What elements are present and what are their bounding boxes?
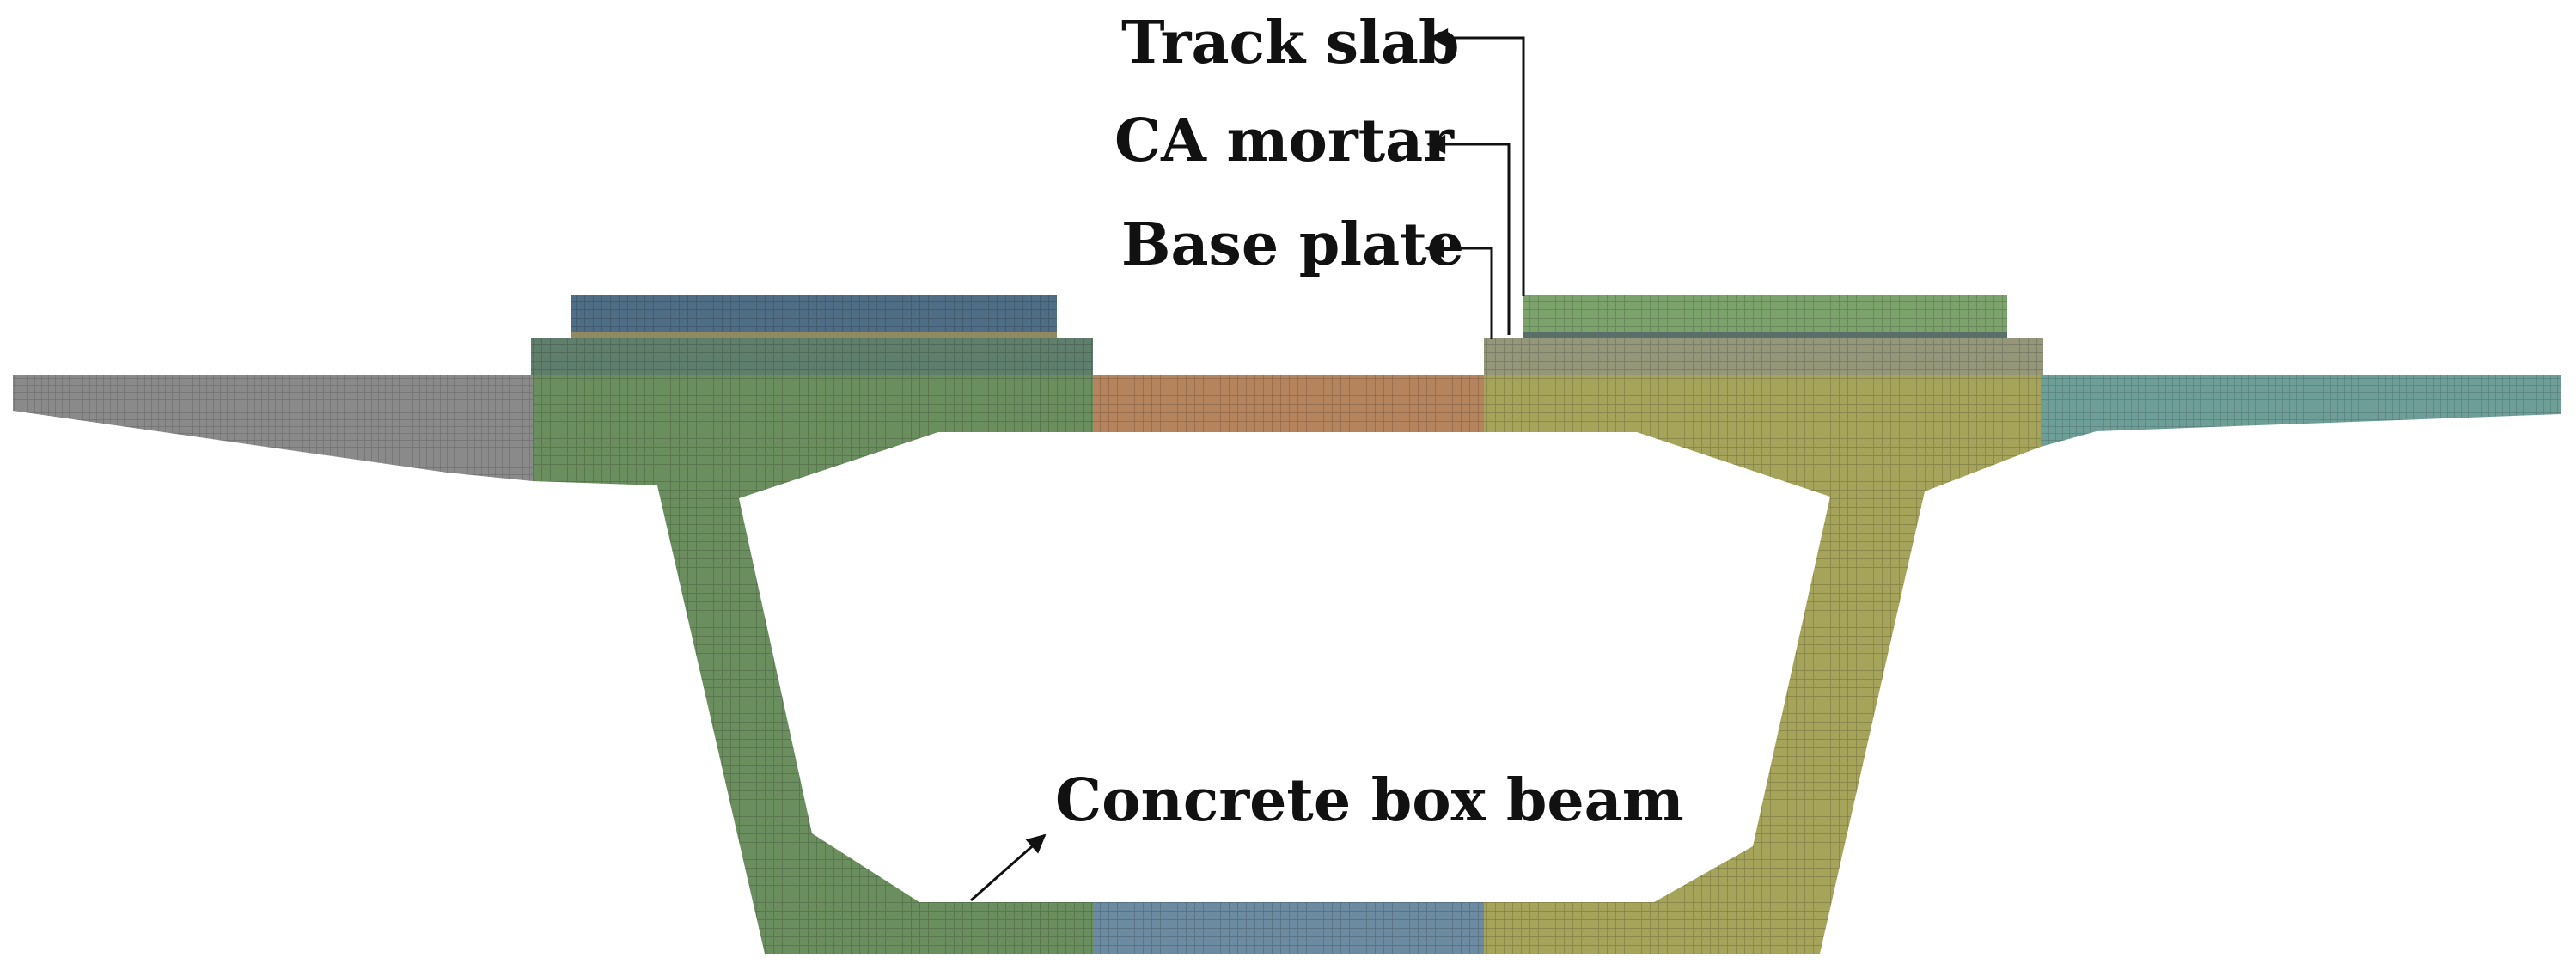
right-ca-mortar	[1523, 332, 2007, 338]
track-slab-leader	[1429, 28, 1525, 296]
track-slab-label: Track slab	[1121, 9, 1459, 77]
bottom-center-region	[1093, 902, 1484, 954]
left-ca-mortar	[571, 332, 1057, 338]
left-cantilever-mesh	[13, 375, 533, 481]
left-cantilever-region	[13, 375, 533, 481]
concrete-box-beam	[13, 375, 2561, 954]
ca-mortar-label: CA mortar	[1114, 107, 1455, 175]
base-plate-label: Base plate	[1121, 210, 1464, 279]
top-center-mesh	[1093, 375, 1484, 432]
concrete-box-beam-label: Concrete box beam	[1055, 766, 1684, 835]
left-track-structure	[531, 295, 1093, 375]
concrete-box-beam-leader	[970, 833, 1047, 902]
ca-mortar-leader	[1426, 135, 1511, 335]
left-base-plate-mesh	[531, 338, 1093, 375]
right-track-structure	[1484, 295, 2043, 375]
top-center-region	[1093, 375, 1484, 432]
annotations: Track slab CA mortar Base plate Concrete…	[970, 9, 1684, 902]
right-web-mesh	[1484, 375, 2041, 954]
right-web-region	[1484, 375, 2041, 954]
right-track-slab-mesh	[1523, 295, 2007, 332]
base-plate-leader	[1425, 239, 1493, 339]
right-base-plate-mesh	[1484, 338, 2043, 375]
right-cantilever-region	[2041, 375, 2561, 447]
left-web-mesh	[533, 375, 1093, 954]
left-track-slab-mesh	[571, 295, 1057, 332]
right-cantilever-mesh	[2041, 375, 2561, 447]
left-web-region	[533, 375, 1093, 954]
bottom-center-mesh	[1093, 902, 1484, 954]
